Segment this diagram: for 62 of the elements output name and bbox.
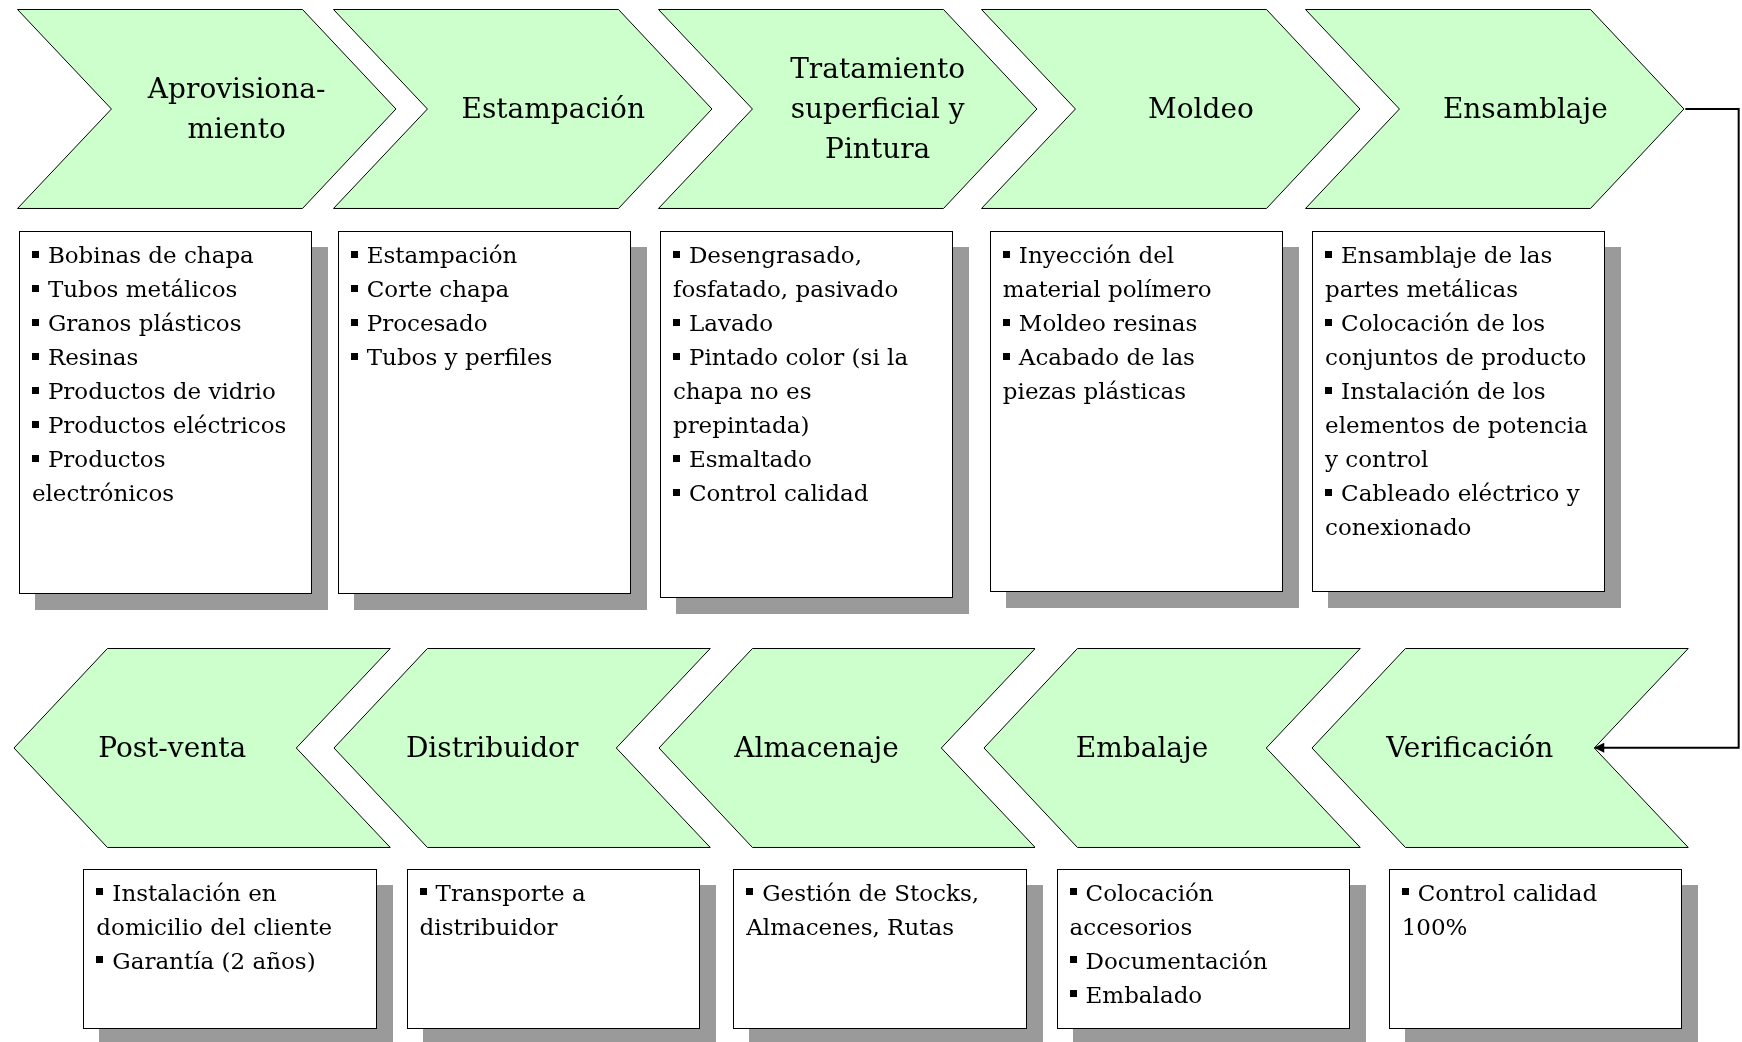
task-box bbox=[1056, 868, 1350, 1029]
step-title: Ensamblaje bbox=[1442, 90, 1608, 127]
list-item: Productos eléctricos bbox=[31, 408, 300, 443]
task-box bbox=[989, 231, 1284, 593]
list-item: Tubos metálicos bbox=[31, 272, 300, 307]
step-title: Almacenaje bbox=[734, 729, 899, 766]
list-item: Garantía (2 años) bbox=[96, 943, 364, 978]
task-box bbox=[1312, 231, 1606, 593]
list-item: Granos plásticos bbox=[31, 306, 300, 341]
step-title: Estampación bbox=[461, 90, 645, 127]
list-item: Tubos y perfiles bbox=[350, 340, 618, 375]
chevron-step bbox=[657, 8, 1038, 209]
list-item: Procesado bbox=[350, 306, 618, 341]
step-title: Aprovisiona-miento bbox=[146, 70, 327, 147]
list-item: Embalado bbox=[1069, 977, 1337, 1012]
list-item: Colocación accesorios bbox=[1069, 878, 1215, 942]
chevron-step bbox=[333, 647, 711, 848]
chevron-step bbox=[1311, 647, 1689, 848]
task-box bbox=[1388, 868, 1682, 1029]
task-box bbox=[18, 231, 313, 595]
list-item: Moldeo resinas bbox=[1002, 306, 1271, 341]
list-item: Lavado bbox=[672, 306, 941, 341]
task-box bbox=[733, 868, 1027, 1029]
list-item: Desengrasado, fosfatado, pasivado bbox=[672, 241, 900, 305]
chevron-step bbox=[16, 8, 397, 209]
chevron-step bbox=[983, 647, 1361, 848]
chevron-step bbox=[333, 8, 713, 209]
list-item: Colocación de los conjuntos de producto bbox=[1325, 309, 1588, 373]
step-title: Tratamiento superficial y Pintura bbox=[789, 50, 967, 167]
task-box bbox=[406, 868, 700, 1029]
list-item: Pintado color (si la chapa no es prepintada) bbox=[672, 343, 910, 441]
step-title: Distribuidor bbox=[405, 729, 579, 766]
list-item: Instalación en domicilio del cliente bbox=[96, 878, 334, 942]
list-item: Control calidad bbox=[672, 476, 941, 511]
task-box bbox=[659, 231, 954, 598]
list-item: Transporte a distribuidor bbox=[419, 878, 587, 942]
step-title: Moldeo bbox=[1148, 90, 1254, 127]
step-title: Post-venta bbox=[98, 729, 247, 766]
list-item: Acabado de las piezas plásticas bbox=[1002, 343, 1196, 407]
list-item: Inyección del material polímero bbox=[1002, 241, 1213, 305]
list-item: Documentación bbox=[1069, 943, 1337, 978]
list-item: Gestión de Stocks, Almacenes, Rutas bbox=[746, 878, 981, 942]
list-item: Cableado eléctrico y conexionado bbox=[1325, 479, 1581, 543]
list-item: Esmaltado bbox=[672, 442, 941, 477]
chevron-step bbox=[981, 8, 1361, 209]
list-item: Corte chapa bbox=[350, 272, 618, 307]
chevron-step bbox=[13, 647, 392, 848]
list-item: Instalación de los elementos de potencia y control bbox=[1325, 377, 1589, 475]
connector-arrow bbox=[1593, 107, 1740, 753]
step-title: Embalaje bbox=[1075, 729, 1209, 766]
task-box bbox=[337, 231, 631, 595]
list-item: Ensamblaje de las partes metálicas bbox=[1325, 241, 1554, 305]
task-box bbox=[83, 868, 377, 1029]
list-item: Estampación bbox=[350, 238, 618, 273]
list-item: Resinas bbox=[31, 340, 300, 375]
list-item: Control calidad 100% bbox=[1401, 878, 1599, 942]
chevron-step bbox=[1305, 8, 1685, 209]
list-item: Productos electrónicos bbox=[31, 445, 176, 509]
list-item: Productos de vidrio bbox=[31, 374, 300, 409]
list-item: Bobinas de chapa bbox=[31, 238, 300, 273]
chevron-step bbox=[658, 647, 1036, 848]
step-title: Verificación bbox=[1386, 729, 1554, 766]
